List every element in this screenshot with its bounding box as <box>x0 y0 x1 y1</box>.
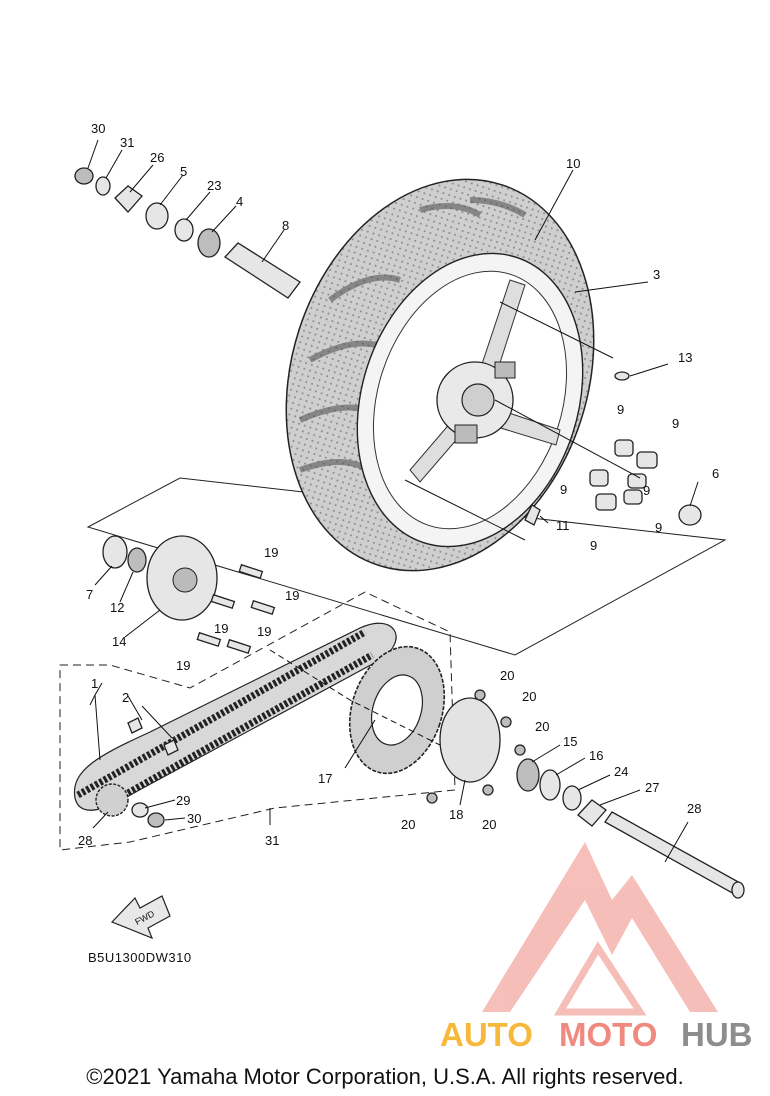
right-hardware-stack <box>426 689 745 899</box>
callout-labels: 30 31 26 5 23 4 8 10 3 13 9 9 9 9 9 9 6 … <box>78 121 719 848</box>
part-7-seal <box>102 535 128 569</box>
part-28-front-sprocket <box>95 783 129 817</box>
callout-3: 3 <box>653 267 660 282</box>
callout-27: 31 <box>120 135 134 150</box>
callout-7: 7 <box>86 587 93 602</box>
callout-24: 27 <box>645 780 659 795</box>
callout-4: 4 <box>236 194 243 209</box>
callout-6: 6 <box>712 466 719 481</box>
callout-10: 10 <box>566 156 580 171</box>
front-sprocket-group <box>95 783 165 828</box>
part-13-bearing <box>127 547 147 573</box>
part-23-adjuster-plate <box>114 185 143 213</box>
callout-12: 13 <box>678 350 692 365</box>
part-30-nut <box>147 812 165 828</box>
callout-20e: 20 <box>482 817 496 832</box>
callout-25: 28 <box>687 801 701 816</box>
callout-9b: 9 <box>672 416 679 431</box>
part-15-bearing <box>516 758 540 792</box>
callout-20a: 20 <box>500 668 514 683</box>
part-6-seal <box>678 504 702 526</box>
callout-16: 16 <box>589 748 603 763</box>
callout-19e: 19 <box>176 658 190 673</box>
callout-9e: 9 <box>655 520 662 535</box>
callout-19d: 19 <box>257 624 271 639</box>
part-18-caliper-bracket <box>439 697 501 783</box>
callout-19b: 19 <box>285 588 299 603</box>
watermark-moto: MOTO <box>559 1016 657 1053</box>
dampers <box>524 371 702 526</box>
callout-15: 15 <box>563 734 577 749</box>
part-16-seal <box>539 769 561 801</box>
callout-21: 23 <box>207 178 221 193</box>
callout-8: 8 <box>282 218 289 233</box>
callout-23: 26 <box>150 150 164 165</box>
callout-9d: 9 <box>643 483 650 498</box>
wheel-rim <box>356 252 584 548</box>
callout-18: 18 <box>449 807 463 822</box>
watermark-logo-icon <box>482 842 718 1016</box>
chain-kit-boundary <box>59 591 456 851</box>
diagram-code: B5U1300DW310 <box>88 950 192 965</box>
callout-20b: 20 <box>522 689 536 704</box>
part-11-bolt <box>524 504 541 526</box>
drive-chain <box>73 622 397 811</box>
callout-2: 2 <box>122 690 129 705</box>
forward-arrow-icon: FWD <box>110 895 171 940</box>
left-hardware-stack <box>74 167 301 299</box>
wheel-assembly-boundary <box>86 477 727 656</box>
callout-9c: 9 <box>560 482 567 497</box>
part-25-axle <box>604 811 743 896</box>
callout-13: 12 <box>110 600 124 615</box>
sprocket-hub <box>102 535 276 655</box>
part-21-spacer <box>174 218 194 242</box>
callout-31: 31 <box>265 833 279 848</box>
callout-30: 30 <box>187 811 201 826</box>
part-4-bearing <box>197 228 221 258</box>
callout-5: 5 <box>180 164 187 179</box>
callout-19c: 19 <box>214 621 228 636</box>
watermark-hub: HUB <box>681 1016 753 1053</box>
callout-28: 28 <box>78 833 92 848</box>
callout-22: 24 <box>614 764 628 779</box>
part-8-collar <box>223 242 301 299</box>
rear-sprocket <box>348 645 446 775</box>
part-29-washer <box>131 802 149 818</box>
callout-20d: 20 <box>401 817 415 832</box>
part-12-valve <box>614 371 630 381</box>
watermark-text: AUTO MOTO HUB <box>440 1016 753 1053</box>
callout-9f: 9 <box>590 538 597 553</box>
part-2-master-link <box>127 717 143 734</box>
callout-11: 11 <box>556 518 570 533</box>
callout-26: 30 <box>91 121 105 136</box>
callout-29: 29 <box>176 793 190 808</box>
callout-9a: 9 <box>617 402 624 417</box>
part-5-seal <box>145 202 169 230</box>
part-27-washer <box>95 176 111 196</box>
leader-lines <box>87 139 699 863</box>
copyright-notice: ©2021 Yamaha Motor Corporation, U.S.A. A… <box>86 1064 684 1089</box>
callout-20c: 20 <box>535 719 549 734</box>
part-22-collar <box>562 785 582 811</box>
callout-1: 1 <box>91 676 98 691</box>
part-26-nut <box>74 167 94 185</box>
watermark-auto: AUTO <box>440 1016 533 1053</box>
callout-14: 14 <box>112 634 126 649</box>
part-24-adjuster-plate <box>577 799 607 827</box>
callout-19a: 19 <box>264 545 278 560</box>
callout-17: 17 <box>318 771 332 786</box>
